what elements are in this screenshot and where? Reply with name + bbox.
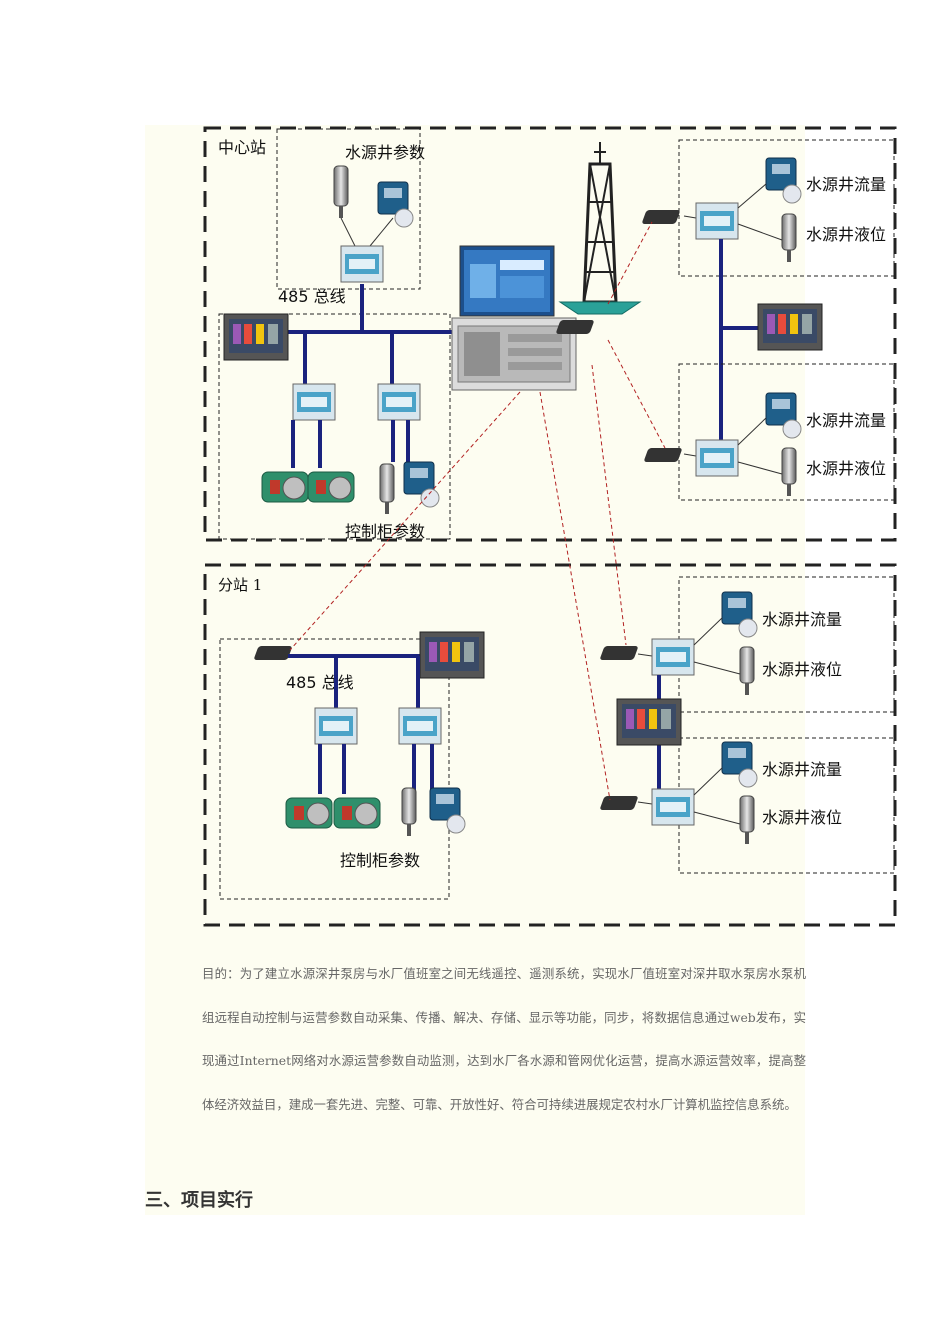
monitor-screen-icon — [459, 245, 555, 317]
rtu-module-icon — [340, 245, 384, 283]
section-heading: 三、项目实行 — [145, 1190, 253, 1211]
pump-icon — [261, 471, 309, 503]
substation-cabinet-box — [219, 638, 450, 900]
pressure-sensor-icon — [333, 165, 349, 218]
radio-modem-icon — [556, 320, 594, 334]
well-flow-label: 水源井流量 — [806, 175, 886, 194]
flow-meter-icon — [429, 787, 466, 834]
well-level-label: 水源井液位 — [806, 225, 886, 244]
remote-well-box — [678, 139, 895, 277]
flow-meter-icon — [721, 591, 758, 638]
well-flow-label: 水源井流量 — [762, 760, 842, 779]
rtu-module-icon — [695, 202, 739, 240]
rtu-module-icon — [695, 439, 739, 477]
pressure-sensor-icon — [781, 213, 797, 262]
radio-modem-icon — [600, 646, 638, 660]
pressure-sensor-icon — [739, 646, 755, 695]
hmi-touch-panel-icon — [419, 631, 485, 679]
pressure-sensor-icon — [401, 787, 417, 836]
industrial-computer-icon — [451, 317, 577, 391]
well-level-label: 水源井液位 — [762, 808, 842, 827]
central-bus-label: 485 总线 — [278, 287, 346, 306]
hmi-touch-panel-icon — [223, 313, 289, 361]
remote-well-box — [678, 363, 895, 501]
system-network-diagram: 中心站 水源井参数 485 总线 — [203, 126, 897, 927]
pressure-sensor-icon — [739, 795, 755, 844]
flow-meter-icon — [403, 461, 440, 508]
flow-meter-icon — [765, 392, 802, 439]
hmi-touch-panel-icon — [757, 303, 823, 351]
pump-icon — [307, 471, 355, 503]
central-station-title: 中心站 — [218, 138, 266, 157]
rtu-module-icon — [651, 638, 695, 676]
pump-icon — [333, 797, 381, 829]
well-level-label: 水源井液位 — [806, 459, 886, 478]
pump-icon — [285, 797, 333, 829]
rtu-module-icon — [314, 707, 358, 745]
pressure-sensor-icon — [781, 447, 797, 496]
flow-meter-icon — [721, 741, 758, 788]
remote-well-box — [678, 737, 895, 874]
well-level-label: 水源井液位 — [762, 660, 842, 679]
radio-modem-icon — [600, 796, 638, 810]
control-cabinet-box — [218, 313, 451, 540]
rtu-module-icon — [292, 383, 336, 421]
substation-cabinet-label: 控制柜参数 — [340, 851, 420, 870]
central-cabinet-label: 控制柜参数 — [345, 522, 425, 541]
flow-meter-icon — [765, 157, 802, 204]
radio-modem-icon — [644, 448, 682, 462]
antenna-tower-icon — [558, 142, 642, 315]
wireless-links — [289, 221, 666, 801]
rtu-module-icon — [377, 383, 421, 421]
pressure-sensor-icon — [379, 463, 395, 514]
rtu-module-icon — [398, 707, 442, 745]
well-flow-label: 水源井流量 — [806, 411, 886, 430]
hmi-touch-panel-icon — [616, 698, 682, 746]
well-params-label: 水源井参数 — [345, 143, 425, 162]
substation-bus-label: 485 总线 — [286, 673, 354, 692]
radio-modem-icon — [642, 210, 680, 224]
remote-well-box — [678, 576, 895, 713]
flow-meter-icon — [377, 181, 414, 228]
purpose-paragraph: 目的：为了建立水源深井泵房与水厂值班室之间无线遥控、遥测系统，实现水厂值班室对深… — [202, 966, 806, 1112]
rtu-module-icon — [651, 788, 695, 826]
well-params-box — [276, 128, 421, 290]
radio-modem-icon — [254, 646, 292, 660]
substation-title: 分站 1 — [218, 576, 262, 594]
well-flow-label: 水源井流量 — [762, 610, 842, 629]
